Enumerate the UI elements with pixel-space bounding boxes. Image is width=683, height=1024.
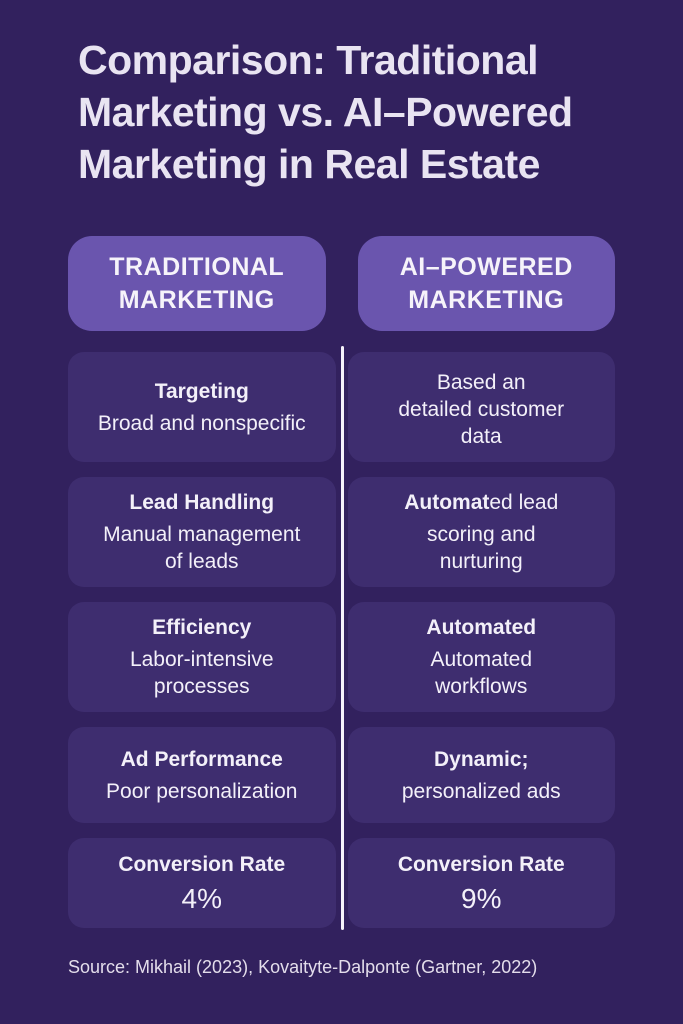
cell-description: Broad and nonspecific xyxy=(97,411,306,435)
table-row-targeting: Targeting Broad and nonspecific Based an… xyxy=(68,352,615,462)
cell-description: Poor personalization xyxy=(106,779,298,803)
cell-efficiency-ai: Automated Automated workflows xyxy=(347,602,615,712)
cell-aspect-label: Efficiency xyxy=(152,616,252,639)
cell-aspect-label: Conversion Rate xyxy=(118,852,286,876)
cell-description: Based an detailed customer data xyxy=(398,371,565,448)
cell-aspect-label: Automated lead xyxy=(404,489,558,516)
source-citation: Source: Mikhail (2023), Kovaityte-Dalpon… xyxy=(68,957,538,977)
conversion-rate-value: 4% xyxy=(181,882,222,914)
cell-description: personalized ads xyxy=(401,779,561,803)
comparison-table: Targeting Broad and nonspecific Based an… xyxy=(68,352,615,928)
cell-description: Automated workflows xyxy=(430,648,533,698)
table-row-efficiency: Efficiency Labor-intensive processes Aut… xyxy=(68,602,615,712)
cell-description: scoring and nurturing xyxy=(426,523,536,573)
cell-conversion-rate-traditional: Conversion Rate 4% xyxy=(68,838,336,928)
cell-conversion-rate-ai: Conversion Rate 9% xyxy=(347,838,615,928)
conversion-rate-value: 9% xyxy=(461,882,502,914)
cell-targeting-traditional: Targeting Broad and nonspecific xyxy=(68,352,336,462)
cell-aspect-label: Conversion Rate xyxy=(397,852,565,876)
cell-aspect-label: Automated xyxy=(426,616,537,639)
cell-aspect-label: Ad Performance xyxy=(120,747,283,771)
table-row-lead-handling: Lead Handling Manual management of leads… xyxy=(68,477,615,587)
header-ai-powered-marketing: AI–POWERED MARKETING xyxy=(357,236,615,331)
cell-aspect-label: Dynamic; xyxy=(433,747,529,771)
bold-text: Automat xyxy=(404,491,490,514)
cell-ad-performance-traditional: Ad Performance Poor personalization xyxy=(68,727,336,823)
column-divider-line xyxy=(341,346,344,930)
cell-lead-handling-traditional: Lead Handling Manual management of leads xyxy=(68,477,336,587)
cell-efficiency-traditional: Efficiency Labor-intensive processes xyxy=(68,602,336,712)
cell-description: Manual management of leads xyxy=(103,523,301,573)
column-headers: TRADITIONAL MARKETING AI–POWERED MARKETI… xyxy=(68,236,615,331)
regular-text: ed lead xyxy=(489,491,559,514)
cell-targeting-ai: Based an detailed customer data xyxy=(347,352,615,462)
table-row-ad-performance: Ad Performance Poor personalization Dyna… xyxy=(68,727,615,823)
cell-ad-performance-ai: Dynamic; personalized ads xyxy=(347,727,615,823)
table-row-conversion-rate: Conversion Rate 4% Conversion Rate 9% xyxy=(68,838,615,928)
cell-aspect-label: Targeting xyxy=(154,379,249,403)
cell-lead-handling-ai: Automated lead scoring and nurturing xyxy=(347,477,615,587)
page-title: Comparison: Traditional Marketing vs. AI… xyxy=(78,37,573,187)
header-traditional-marketing: TRADITIONAL MARKETING xyxy=(68,236,326,331)
cell-aspect-label: Lead Handling xyxy=(129,491,275,514)
cell-description: Labor-intensive processes xyxy=(129,648,274,698)
